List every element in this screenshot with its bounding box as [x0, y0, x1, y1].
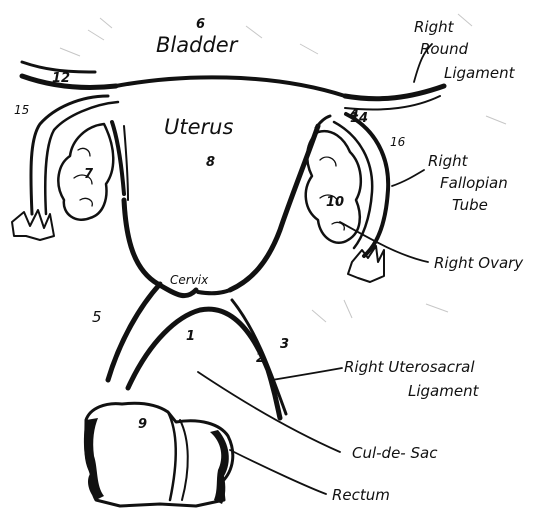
- uterus-top-band: [116, 77, 345, 96]
- marker-16: 16: [390, 135, 406, 149]
- label-right-uterosacral-line1: Right Uterosacral: [344, 358, 475, 376]
- label-right-ovary: Right Ovary: [434, 254, 524, 272]
- label-right-round-ligament-line1: Right: [414, 18, 455, 36]
- marker-1: 1: [186, 329, 195, 344]
- label-right-round-ligament-line2: Round: [420, 40, 469, 58]
- marker-5: 5: [92, 308, 102, 326]
- leader-right-uterosacral: [272, 368, 342, 380]
- cervix-right: [198, 290, 230, 293]
- pelvic-left-wall: [108, 284, 160, 380]
- rectum-fold-2: [180, 420, 188, 500]
- label-cervix: Cervix: [170, 273, 209, 287]
- right-ovary-texture: [320, 157, 344, 230]
- marker-8: 8: [206, 155, 215, 170]
- marker-7: 7: [84, 167, 94, 182]
- label-cul-de-sac: Cul-de- Sac: [352, 444, 438, 462]
- label-right-fallopian-tube-line1: Right: [428, 152, 469, 170]
- rectum-shade-right: [210, 430, 229, 504]
- right-ovarian-ligament: [316, 116, 330, 128]
- right-ovary: [306, 131, 361, 243]
- label-bladder: Bladder: [156, 33, 239, 57]
- marker-9: 9: [138, 417, 147, 432]
- marker-6: 6: [196, 17, 205, 32]
- marker-14: 14: [350, 111, 368, 126]
- right-round-ligament: [345, 86, 444, 99]
- label-rectum: Rectum: [332, 486, 390, 504]
- label-right-round-ligament-line3: Ligament: [444, 64, 516, 82]
- rectum: [86, 403, 233, 506]
- label-right-fallopian-tube-line2: Fallopian: [440, 174, 508, 192]
- uterus-right-wall: [230, 126, 318, 290]
- marker-2: 2: [256, 351, 265, 366]
- leader-rectum: [230, 450, 326, 494]
- rectum-shade-left: [84, 418, 104, 500]
- leader-right-fallopian-tube: [392, 170, 424, 186]
- leader-lines: [198, 44, 432, 494]
- marker-3: 3: [280, 337, 289, 352]
- label-right-uterosacral-line2: Ligament: [408, 382, 480, 400]
- marker-15: 15: [14, 103, 29, 117]
- marker-12: 12: [52, 71, 70, 86]
- label-right-fallopian-tube-line3: Tube: [452, 196, 488, 214]
- rectum-fold-1: [168, 412, 176, 500]
- label-uterus: Uterus: [164, 115, 233, 139]
- marker-10: 10: [326, 195, 344, 210]
